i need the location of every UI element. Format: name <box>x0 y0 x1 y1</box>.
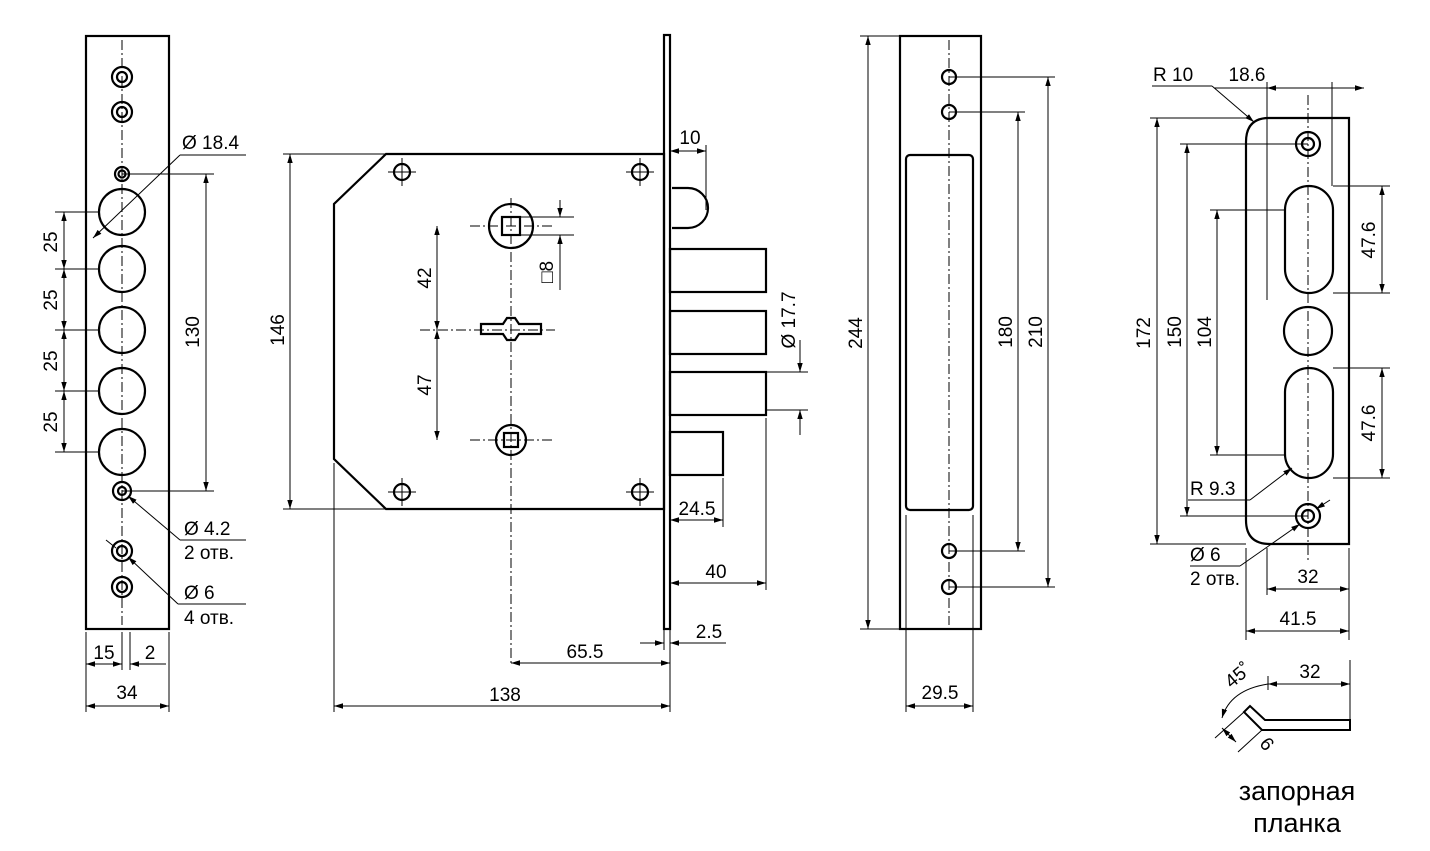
dim-130: 130 <box>183 316 204 348</box>
dim-24-5: 24.5 <box>679 499 716 520</box>
dim-15: 15 <box>93 643 114 664</box>
dim-29-5: 29.5 <box>922 683 959 704</box>
dim-210: 210 <box>1026 316 1047 348</box>
strike-profile-view: 45˚ 32 6 запорная планка <box>1214 659 1356 838</box>
dim-radius-10: R 10 <box>1153 65 1193 86</box>
latch <box>672 186 710 230</box>
dim-diameter-4-2: Ø 4.2 <box>184 519 230 540</box>
dim-angle-45: 45˚ <box>1221 659 1256 693</box>
dim-diameter-6-strike: Ø 6 <box>1190 545 1221 566</box>
note-2-holes: 2 отв. <box>184 543 234 564</box>
dim-10: 10 <box>679 128 700 149</box>
dim-150: 150 <box>1165 316 1186 348</box>
dim-40: 40 <box>705 562 726 583</box>
dim-pitch-2: 25 <box>41 289 62 310</box>
dim-41-5: 41.5 <box>1280 609 1317 630</box>
dim-244: 244 <box>846 317 867 349</box>
dim-42: 42 <box>415 267 436 288</box>
dim-172: 172 <box>1134 317 1155 349</box>
dim-34: 34 <box>116 683 138 704</box>
dim-2: 2 <box>145 643 156 664</box>
strike-profile-shape <box>1242 704 1351 731</box>
lock-bolts <box>668 247 768 477</box>
dim-104: 104 <box>1195 316 1216 348</box>
faceplate-outline <box>84 34 171 631</box>
dim-pitch-4: 25 <box>41 411 62 432</box>
strike-slot-lower <box>1283 366 1335 480</box>
side-plate-outline <box>898 34 983 631</box>
dim-47: 47 <box>415 374 436 395</box>
dim-profile-6: 6 <box>1255 734 1278 756</box>
dim-square-8: □8 <box>537 261 558 283</box>
strike-plate-outline <box>1244 116 1351 546</box>
strike-plate-caption-line1: запорная <box>1239 776 1356 806</box>
strike-slot-upper <box>1283 184 1335 295</box>
note-2-holes-strike: 2 отв. <box>1190 569 1240 590</box>
dim-32: 32 <box>1297 567 1318 588</box>
keyhole <box>479 316 543 342</box>
dim-47-6-upper: 47.6 <box>1359 222 1380 259</box>
strike-plate-view: R 10 18.6 172 150 104 47.6 47.6 R 9.3 Ø … <box>1134 65 1390 640</box>
dim-profile-32: 32 <box>1299 662 1320 683</box>
dim-pitch-3: 25 <box>41 350 62 371</box>
side-view: 244 180 210 29.5 <box>846 34 1055 712</box>
note-4-holes: 4 отв. <box>184 608 234 629</box>
dim-146: 146 <box>268 314 289 346</box>
lock-corner-screws <box>388 158 654 506</box>
strike-round-hole <box>1282 305 1334 357</box>
dim-47-6-lower: 47.6 <box>1359 405 1380 442</box>
dim-diameter-17-7: Ø 17.7 <box>779 291 800 348</box>
dim-diameter-6: Ø 6 <box>184 583 215 604</box>
dim-radius-9-3: R 9.3 <box>1190 479 1235 500</box>
dim-180: 180 <box>996 316 1017 348</box>
faceplate-view: 25 25 25 25 130 Ø 18.4 Ø 4.2 2 отв. Ø 6 … <box>41 34 246 712</box>
dim-2-5: 2.5 <box>696 622 722 643</box>
strike-plate-caption-line2: планка <box>1253 808 1342 838</box>
dim-65-5: 65.5 <box>567 642 604 663</box>
dim-diameter-18-4: Ø 18.4 <box>182 133 239 154</box>
side-cutout <box>904 153 975 512</box>
lock-body-view: 146 42 47 □8 10 Ø 17.7 24.5 40 2.5 65.5 … <box>268 33 808 712</box>
dim-138: 138 <box>489 685 521 706</box>
dim-18-6: 18.6 <box>1229 65 1266 86</box>
dim-pitch-1: 25 <box>41 231 62 252</box>
faceplate-screw-holes <box>110 65 134 599</box>
